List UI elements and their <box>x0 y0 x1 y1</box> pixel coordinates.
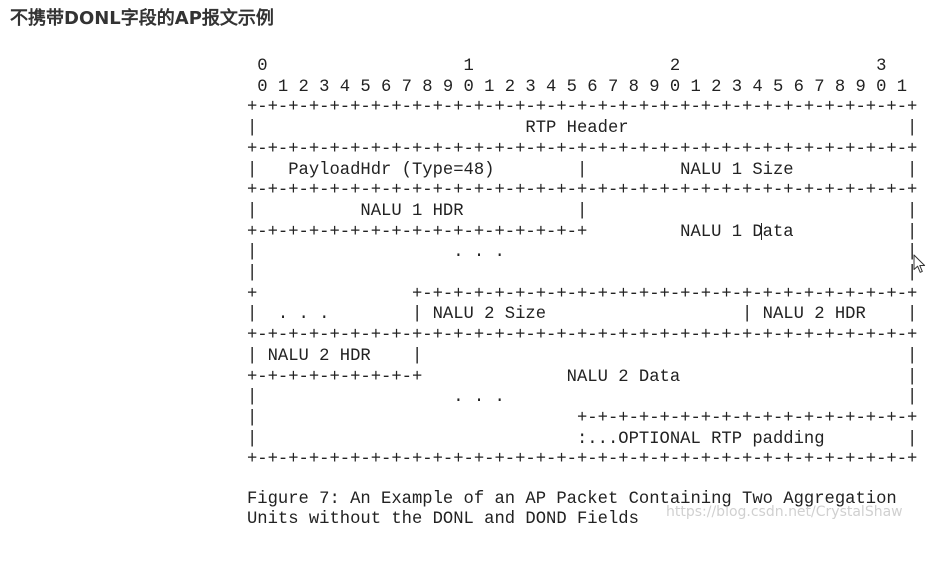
diagram-line: +-+-+-+-+-+-+-+-+-+-+-+-+-+-+-+-+-+-+-+-… <box>216 181 918 201</box>
diagram-line: +-+-+-+-+-+-+-+-+-+-+-+-+-+-+-+-+-+-+-+-… <box>216 450 918 470</box>
diagram-line: +-+-+-+-+-+-+-+-+ NALU 2 Data | <box>216 367 918 387</box>
diagram-line: | NALU 1 HDR | | <box>216 201 918 221</box>
diagram-line: +-+-+-+-+-+-+-+-+-+-+-+-+-+-+-+-+-+-+-+-… <box>216 326 918 346</box>
diagram-line: | RTP Header | <box>216 119 918 139</box>
diagram-line: | PayloadHdr (Type=48) | NALU 1 Size | <box>216 160 918 180</box>
diagram-line: +-+-+-+-+-+-+-+-+-+-+-+-+-+-+-+-+-+-+-+-… <box>216 98 918 118</box>
diagram-line: +-+-+-+-+-+-+-+-+-+-+-+-+-+-+-+-+-+-+-+-… <box>216 139 918 159</box>
diagram-line: | :...OPTIONAL RTP padding | <box>216 429 918 449</box>
text-caret-icon <box>761 223 762 240</box>
ap-packet-diagram: 0 1 2 3 0 1 2 3 4 5 6 7 8 9 0 1 2 3 4 5 … <box>216 57 917 471</box>
diagram-line: | . . . | <box>216 243 918 263</box>
diagram-line: | +-+-+-+-+-+-+-+-+-+-+-+-+-+-+-+-+ <box>216 408 918 428</box>
diagram-line: 0 1 2 3 4 5 6 7 8 9 0 1 2 3 4 5 6 7 8 9 … <box>216 77 908 97</box>
diagram-line: | . . . | NALU 2 Size | NALU 2 HDR | <box>216 305 918 325</box>
caption-line: Figure 7: An Example of an AP Packet Con… <box>216 490 897 509</box>
diagram-line: | . . . | <box>216 388 918 408</box>
diagram-line: + +-+-+-+-+-+-+-+-+-+-+-+-+-+-+-+-+-+-+-… <box>216 284 918 304</box>
page-title: 不携带DONL字段的AP报文示例 <box>10 8 274 29</box>
figure-caption: Figure 7: An Example of an AP Packet Con… <box>216 490 897 530</box>
diagram-line: | | <box>216 264 918 284</box>
diagram-line: | NALU 2 HDR | | <box>216 346 918 366</box>
watermark: https://blog.csdn.net/CrystalShaw <box>666 504 903 520</box>
mouse-pointer-icon <box>913 254 926 273</box>
caption-line: Units without the DONL and DOND Fields <box>216 510 639 529</box>
diagram-line: 0 1 2 3 <box>216 57 887 76</box>
diagram-line: +-+-+-+-+-+-+-+-+-+-+-+-+-+-+-+-+ NALU 1… <box>216 222 918 242</box>
